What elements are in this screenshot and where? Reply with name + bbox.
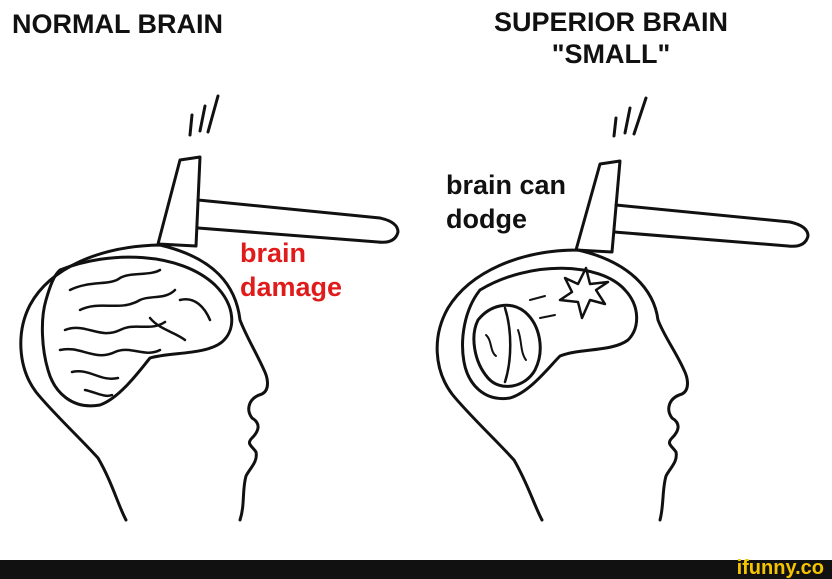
title-superior-line-1: SUPERIOR BRAIN	[493, 7, 729, 37]
crack-lines-right	[529, 295, 556, 319]
motion-lines-right	[612, 96, 648, 138]
label-brain-damage-line-2: damage	[240, 272, 343, 302]
title-superior-line-2: "SMALL"	[551, 39, 671, 69]
small-brain-right	[472, 303, 542, 388]
title-superior-brain: SUPERIOR BRAIN "SMALL"	[476, 6, 746, 70]
comic-drawing	[19, 94, 810, 522]
motion-lines-left	[188, 94, 220, 137]
label-brain-can-dodge: brain can dodge	[446, 168, 566, 236]
label-brain-damage-line-1: brain	[240, 238, 307, 268]
impact-crack-right	[558, 266, 610, 320]
ifunny-logo[interactable]: ifunny.co	[736, 557, 824, 579]
title-normal-brain: NORMAL BRAIN	[12, 9, 223, 39]
brain-left	[40, 255, 234, 408]
footer-bar: ifunny.co	[0, 557, 832, 579]
label-brain-damage: brain damage	[240, 236, 342, 304]
hammer-right	[574, 159, 810, 254]
head-outline-left	[19, 243, 269, 522]
brain-folds-left	[58, 268, 212, 398]
head-outline-right	[435, 248, 689, 522]
brain-cavity-right	[461, 266, 639, 401]
label-brain-can-dodge-line-2: dodge	[446, 204, 527, 234]
hammer-left	[156, 155, 400, 248]
label-brain-can-dodge-line-1: brain can	[446, 170, 567, 200]
